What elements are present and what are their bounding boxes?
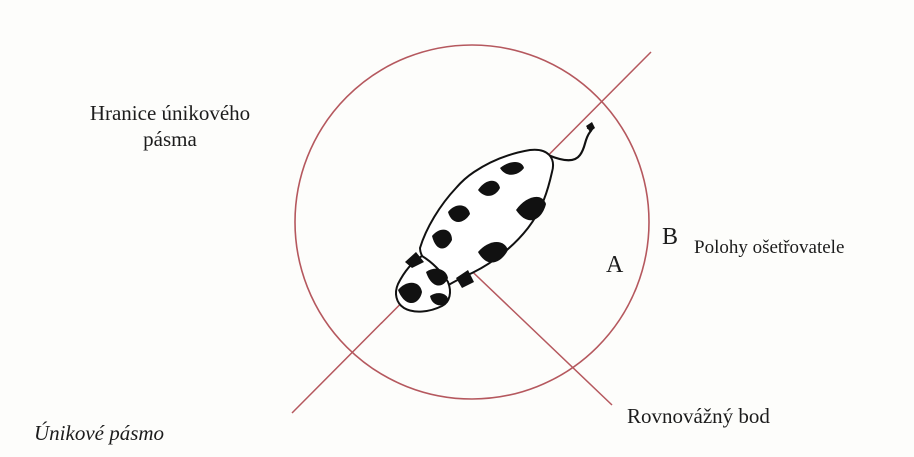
balance-point-label: Rovnovážný bod (627, 403, 770, 429)
flight-zone-boundary-label-line1: Hranice únikového (60, 100, 280, 126)
cow-tail-tip (586, 122, 595, 132)
cow-tail (548, 127, 592, 161)
handler-positions-label: Polohy ošetřovatele (694, 236, 844, 260)
flight-zone-boundary-label-line2: pásma (60, 126, 280, 152)
point-b-label: B (662, 222, 678, 252)
flight-zone-boundary-label: Hranice únikového pásma (60, 100, 280, 153)
point-a-label: A (606, 250, 623, 280)
balance-point-line (458, 258, 612, 405)
flight-zone-label: Únikové pásmo (34, 420, 164, 446)
cow-icon (396, 122, 595, 312)
